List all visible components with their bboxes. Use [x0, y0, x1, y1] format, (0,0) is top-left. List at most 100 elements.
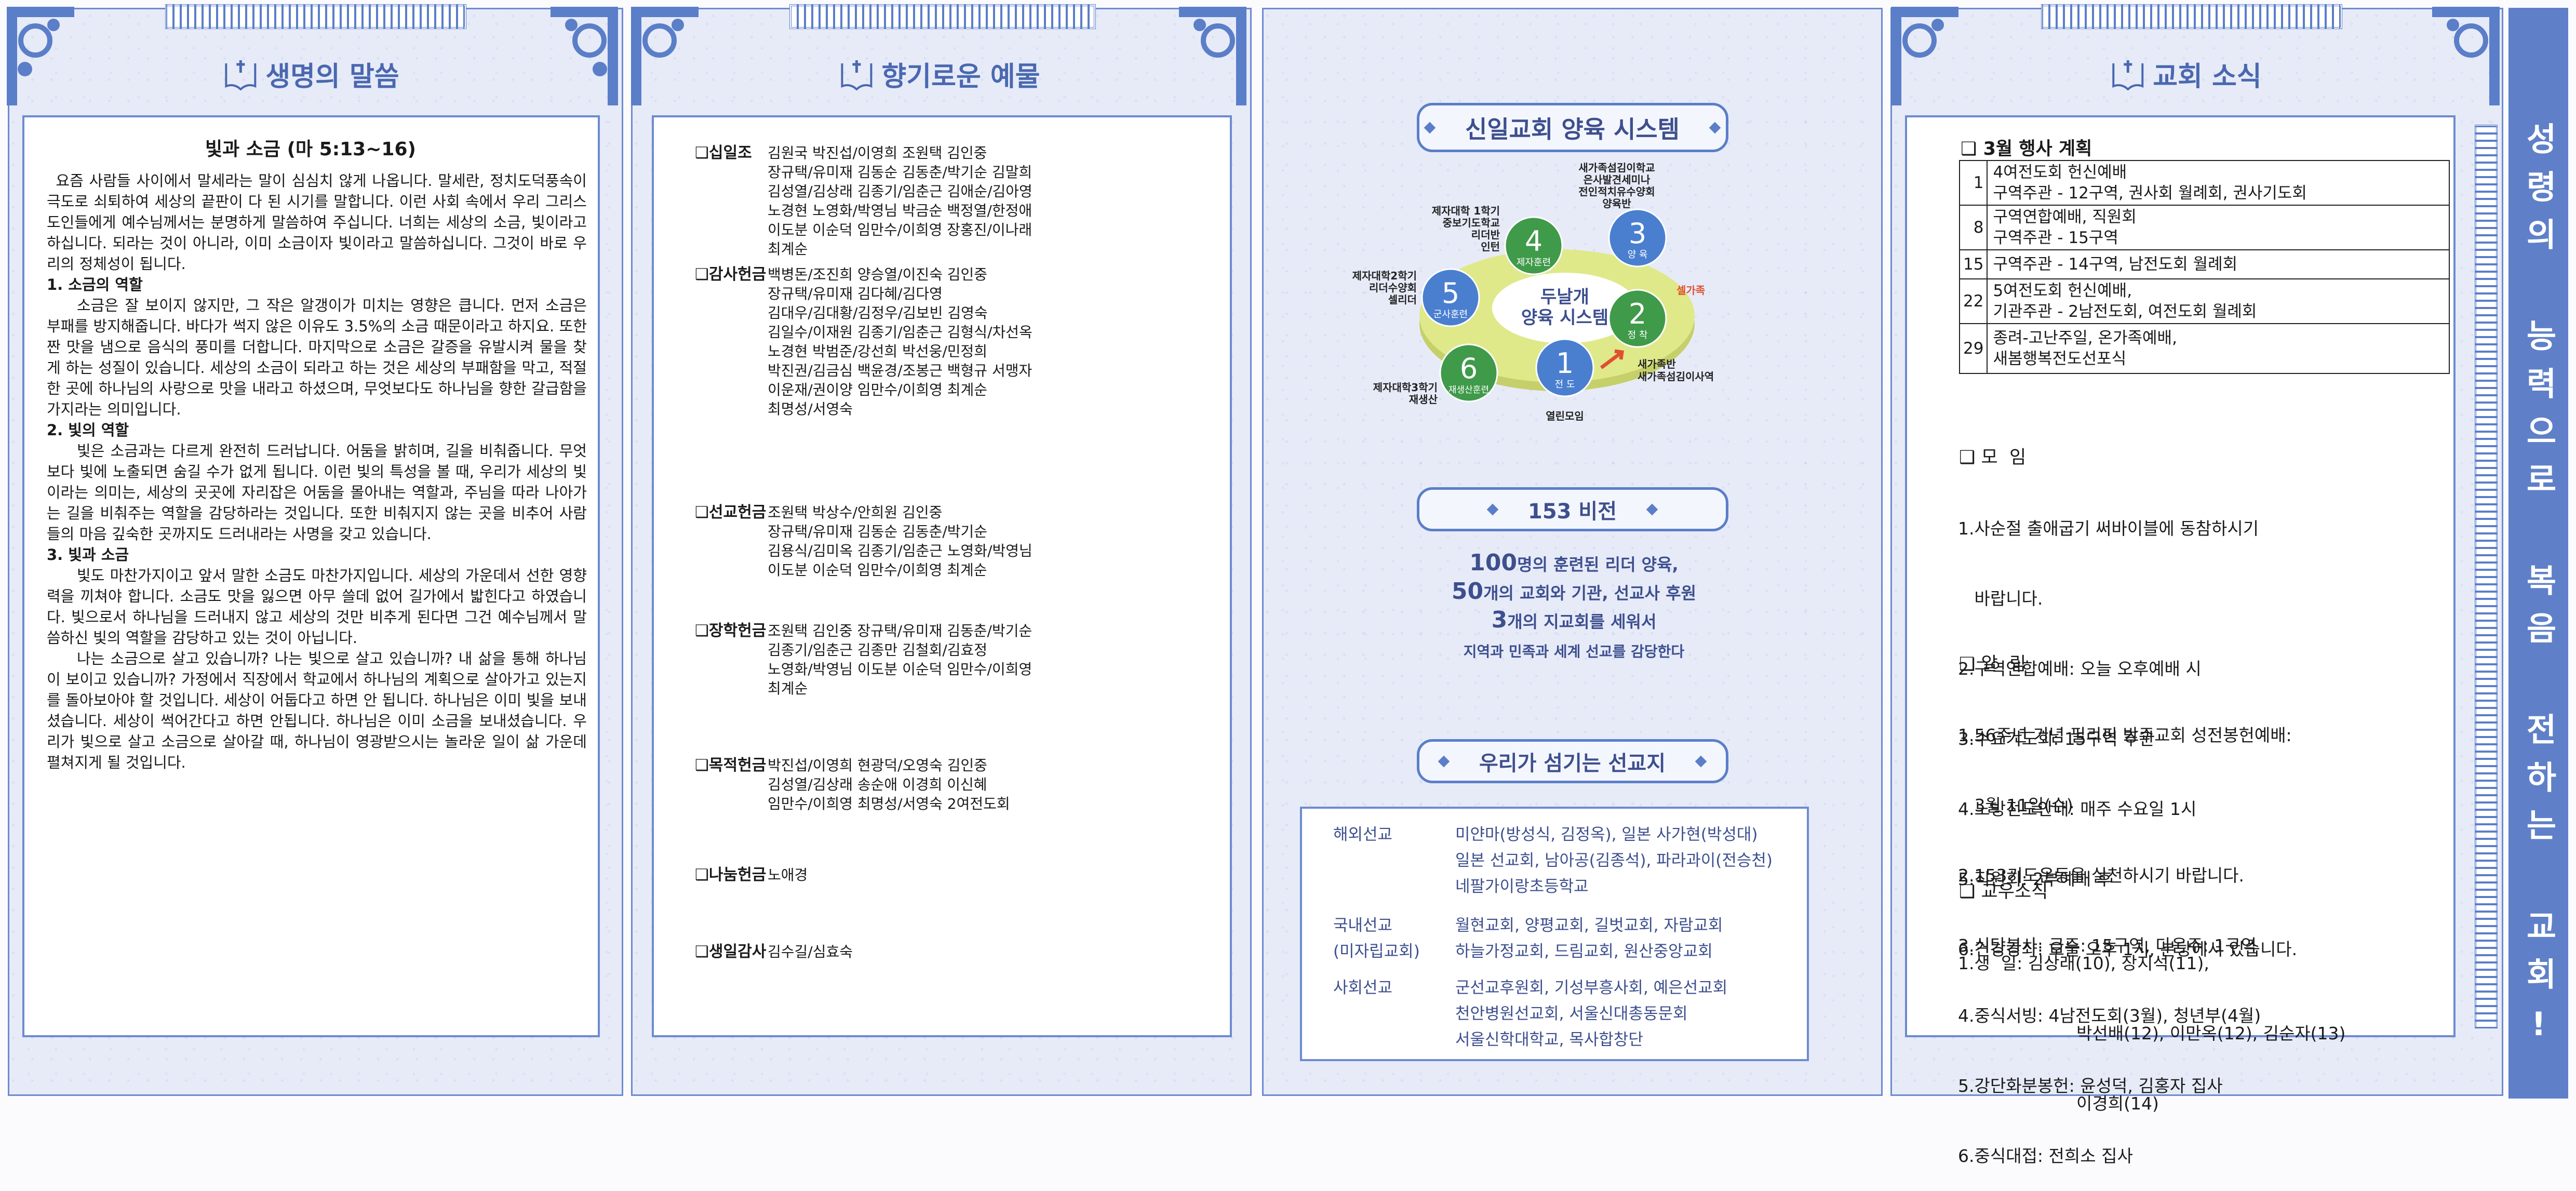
step-1: 1 전 도 열린모임	[1535, 338, 1594, 422]
step-label: 양 육	[1628, 249, 1648, 260]
mission-line: 네팔가이랑초등학교	[1455, 877, 1589, 896]
diamond-icon	[1486, 503, 1499, 515]
list-item: 바랍니다.	[1958, 588, 2043, 609]
sermon-body: 요즘 사람들 사이에서 말세라는 말이 심심치 않게 나옵니다. 말세란, 정치…	[47, 170, 587, 773]
step-note: 제자대학2학기	[1352, 270, 1417, 282]
checkbox-icon: ❑	[695, 866, 709, 884]
names-line: 장규택/유미재 김동순 김동춘/박기순 김말희	[768, 164, 1032, 181]
mission-line: 일본 선교회, 남아공(김종석), 파라과이(전승천)	[1455, 851, 1773, 870]
list-item: 1.생 일: 김상래(10), 장지석(11),	[1958, 953, 2209, 973]
vision-number: 3	[1491, 607, 1508, 633]
event-line: 종려-고난주일, 온가족예배,	[1993, 329, 2177, 347]
offering-names: 노애경	[768, 865, 808, 885]
event-line: 5여전도회 헌신예배,	[1993, 282, 2132, 300]
step-note: 전인적치유수양회	[1578, 185, 1655, 198]
names-line: 백병돈/조진희 양승열/이진숙 김인중	[768, 266, 988, 283]
motto-text: 성령의 능력으로 복음 전하는 교회!	[2519, 122, 2558, 1059]
offering-label: 나눔헌금	[708, 866, 767, 884]
system-title-banner: 신일교회 양육 시스템	[1416, 103, 1728, 152]
step-3: 3 양 육 새가족섬김이학교 은사발견세미나 전인적치유수양회 양육반	[1578, 162, 1667, 267]
sermon-paragraph: 나는 소금으로 살고 있습니까? 나는 빛으로 살고 있습니까? 내 삶을 통해…	[47, 650, 587, 771]
list-item: 6.건강강좌: 오늘 오후 1시, 본당에서 있습니다.	[1958, 939, 2298, 959]
event-line: 구역주관 - 14구역, 남전도회 월례회	[1993, 255, 2238, 274]
header-title: 향기로운 예물	[881, 61, 1040, 92]
event-day: 22	[1958, 278, 1988, 324]
section-header: 향기로운 예물	[840, 55, 1040, 93]
names-line: 장규택/유미재 김동순 김동춘/박기순	[768, 523, 988, 540]
vision-number: 100	[1469, 550, 1518, 576]
ornament-bar	[789, 4, 1096, 29]
names-line: 김일수/이재원 김종기/임춘근 김형식/차선옥	[768, 324, 1032, 341]
checkbox-icon: ❑	[695, 503, 709, 521]
step-note: 인턴	[1481, 240, 1500, 253]
checkbox-icon: ❑	[695, 622, 709, 640]
names-line: 노경현 박범준/강선희 박선웅/민정희	[768, 343, 988, 360]
event-line: 구역연합예배, 직원회	[1993, 208, 2137, 226]
list-item: 6.중식대접: 전희소 집사	[1958, 1146, 2133, 1166]
names-line: 이도분 이순덕 임만수/이희영 장홍진/이나래	[768, 221, 1032, 238]
list-item: 3월 11일(수)	[1958, 795, 2073, 815]
step-note: 은사발견세미나	[1584, 173, 1651, 186]
step-note: 제자대학 1학기	[1432, 205, 1500, 217]
mission-category-line: 국내선교	[1333, 916, 1393, 935]
notices-heading: ❑ 알 림	[1959, 649, 2026, 676]
sermon-subheading: 2. 빛의 역할	[47, 421, 129, 439]
names-line: 임만수/이희영 최명성/서영숙 2여전도회	[768, 795, 1010, 812]
names-line: 노애경	[768, 866, 808, 884]
names-line: 김성열/김상래 송순애 이경희 이신혜	[768, 776, 987, 793]
names-line: 김종기/임춘근 김종만 김철회/김효정	[768, 641, 988, 659]
step-number: 5	[1442, 277, 1459, 310]
event-desc: 5여전도회 헌신예배,기관주관 - 2남전도회, 여전도회 월례회	[1987, 278, 2450, 324]
step-5: 5 군사훈련 제자대학2학기 리더수양회 셀리더	[1352, 268, 1480, 327]
ornament-bar	[2041, 4, 2342, 29]
names-line: 박진섭/이영희 현광덕/오영숙 김인중	[768, 757, 988, 774]
sermon-box	[22, 115, 600, 1037]
meetings-heading: ❑ 모 임	[1959, 443, 2026, 469]
offering-entry: ❑십일조 김원국 박진섭/이영희 조원택 김인중 장규택/유미재 김동순 김동춘…	[695, 143, 1032, 259]
diamond-icon	[1695, 755, 1707, 767]
corner-ornament-icon	[1179, 7, 1246, 105]
sermon-title: 빛과 소금 (마 5:13~16)	[205, 139, 416, 160]
names-line: 조원택 김인중 장규택/유미재 김동춘/박기순	[768, 622, 1032, 639]
names-line: 최계순	[768, 240, 808, 258]
offering-names: 김수길/심효숙	[768, 942, 853, 961]
mission-category-line: (미자립교회)	[1333, 942, 1420, 961]
list-item: 3.식당봉사: 금주: 15구역, 다음주: 1구역	[1958, 935, 2257, 956]
list-item: 5.강단화분봉헌: 윤성덕, 김홍자 집사	[1958, 1076, 2223, 1096]
bible-cross-icon	[225, 60, 257, 90]
step-note: 제자대학3학기	[1373, 381, 1438, 394]
step-note: 중보기도학교	[1443, 217, 1500, 229]
offering-entry: ❑장학헌금 조원택 김인중 장규택/유미재 김동춘/박기순 김종기/임춘근 김종…	[695, 621, 1032, 698]
offering-label: 십일조	[708, 144, 752, 162]
step-6: 6 재생산훈련 제자대학3학기 재생산	[1373, 343, 1498, 406]
bible-cross-icon	[841, 60, 873, 90]
step-label: 재생산훈련	[1448, 385, 1489, 395]
names-line: 김대우/김대황/김정우/김보빈 김영숙	[768, 304, 988, 322]
step-note: 새가족반	[1638, 358, 1676, 370]
arrow-icon	[1600, 349, 1624, 369]
section-header: 생명의 말씀	[224, 55, 399, 93]
nurture-system-diagram: 두날개 양육 시스템 1 전 도 열린모임 2 정 착 새가족반 새가족섬김이사…	[1352, 162, 1714, 422]
step-note: 열린모임	[1546, 410, 1584, 422]
center-label: 양육 시스템	[1521, 307, 1608, 328]
checkbox-icon: ❑	[695, 265, 709, 284]
offering-names: 조원택 김인중 장규택/유미재 김동춘/박기순 김종기/임춘근 김종만 김철회/…	[768, 621, 1032, 698]
mission-line: 하늘가정교회, 드림교회, 원산중앙교회	[1455, 942, 1713, 961]
header-title: 교회 소식	[2153, 61, 2262, 92]
mission-row: 해외선교 미얀마(방성식, 김정옥), 일본 사가현(박성대)일본 선교회, 남…	[1333, 822, 1773, 900]
names-line: 박진권/김금심 백윤경/조봉근 백형규 서맹자	[768, 362, 1032, 379]
mission-title: 우리가 섬기는 선교지	[1479, 751, 1666, 775]
event-line: 구역주관 - 12구역, 권사회 월례회, 권사기도회	[1993, 184, 2307, 203]
event-day: 15	[1958, 249, 1988, 279]
vision-title-banner: 153 비전	[1416, 487, 1728, 531]
offering-entry: ❑선교헌금 조원택 박상수/안희원 김인중 장규택/유미재 김동순 김동춘/박기…	[695, 503, 1032, 580]
table-row: 15 구역주관 - 14구역, 남전도회 월례회	[1958, 249, 2450, 279]
offering-label: 생일감사	[708, 943, 767, 961]
list-item: 1.56주년 기념 필리핀 방주교회 성전봉헌예배:	[1958, 725, 2292, 745]
offering-entry: ❑목적헌금 박진섭/이영희 현광덕/오영숙 김인중 김성열/김상래 송순애 이경…	[695, 756, 1010, 813]
step-number: 2	[1629, 298, 1646, 330]
vision-line: 100명의 훈련된 리더 양육,	[1264, 550, 1884, 576]
